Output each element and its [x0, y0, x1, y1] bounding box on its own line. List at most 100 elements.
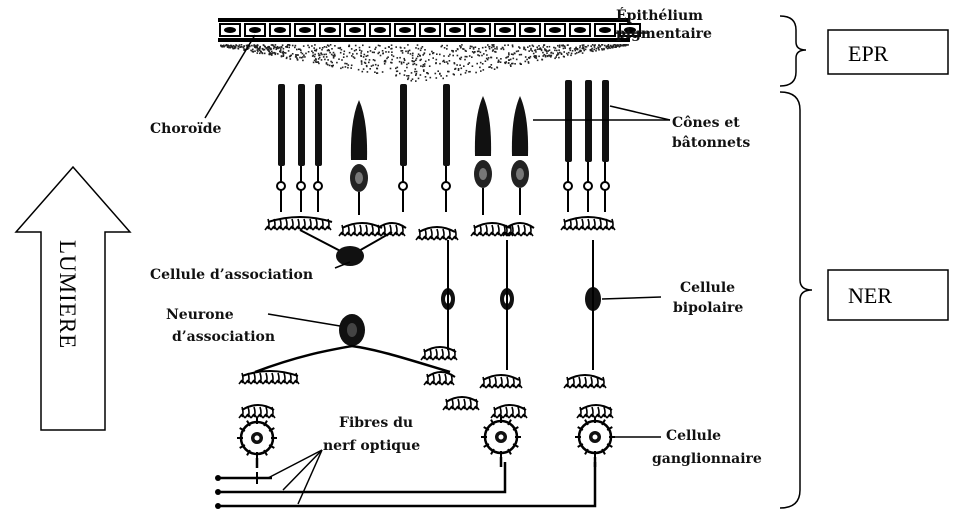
pigment-granule — [355, 49, 357, 51]
pigment-granule — [542, 52, 544, 54]
pigment-granule — [508, 62, 510, 64]
epithelium-bottom-line — [218, 38, 630, 42]
association-terminal-branch — [263, 373, 269, 384]
pigment-granule — [408, 77, 410, 79]
pigment-granule — [364, 54, 366, 56]
pigment-granule — [615, 44, 617, 46]
pigment-granule — [472, 65, 474, 67]
pigment-granule — [412, 53, 414, 55]
pigment-granule — [252, 49, 254, 51]
pigment-granule — [301, 57, 303, 59]
pigment-granule — [559, 46, 561, 48]
pigment-granule — [277, 53, 279, 55]
epithelium-cells — [220, 24, 640, 36]
pigment-granule — [365, 59, 367, 61]
pigment-granule — [422, 66, 424, 68]
pigment-granule — [529, 45, 531, 47]
pigment-granule — [460, 74, 462, 76]
pigment-granule — [355, 45, 357, 47]
pigment-granule — [271, 54, 273, 56]
synapses — [239, 217, 615, 418]
pigment-granule — [579, 45, 581, 47]
pigment-granule — [514, 63, 516, 65]
cone-terminal-branch — [393, 225, 399, 236]
pigment-granule — [325, 54, 327, 56]
ganglion-nucleolus — [593, 435, 598, 440]
pigment-granule — [599, 46, 601, 48]
pigment-granule — [347, 67, 349, 69]
pigment-granule — [303, 45, 305, 47]
pigment-granule — [603, 48, 605, 50]
light-arrow-label: LUMIERE — [55, 240, 80, 349]
pigment-granule — [500, 58, 502, 60]
pigment-granule — [468, 71, 470, 73]
cones-leader-2 — [610, 106, 670, 120]
pigment-granule — [528, 50, 530, 52]
pigment-granule — [525, 49, 527, 51]
pigment-granule — [561, 45, 563, 47]
pigment-granule — [296, 49, 298, 51]
label-ganglion-1: Cellule — [666, 428, 721, 444]
pigment-granule — [510, 59, 512, 61]
pigment-granule — [263, 49, 265, 51]
pigment-granule — [418, 78, 420, 80]
pigment-granule — [288, 47, 290, 49]
pigment-granule — [502, 47, 504, 49]
association-terminal-branch — [251, 373, 257, 384]
pigment-granule — [594, 46, 596, 48]
pigment-granule — [340, 52, 342, 54]
bipolar-terminal-branch — [582, 377, 588, 388]
pigment-granule — [519, 54, 521, 56]
epithelium-cell-nucleus — [374, 27, 386, 33]
cone-terminal-branch — [351, 225, 357, 236]
pigment-granule — [314, 54, 316, 56]
pigment-granule — [367, 51, 369, 53]
bipolar-terminal-branch — [433, 349, 439, 360]
pigment-granule — [440, 75, 442, 77]
pigment-granule — [507, 56, 509, 58]
pigment-granule — [606, 47, 608, 49]
rod-terminal-group-branch — [283, 219, 289, 230]
bipolar-dendrite-branch — [585, 219, 591, 230]
pigment-granule — [602, 49, 604, 51]
bipolar-terminal — [424, 347, 456, 352]
pigment-granule — [546, 52, 548, 54]
pigment-granule — [436, 77, 438, 79]
pigment-granule — [424, 65, 426, 67]
pigment-granule — [512, 63, 514, 65]
pigment-granule — [344, 51, 346, 53]
pigment-granule — [318, 63, 320, 65]
pigment-granule — [454, 68, 456, 70]
pigment-granule — [416, 71, 418, 73]
pigment-granule — [391, 54, 393, 56]
cone-outer-segment — [512, 96, 528, 156]
pigment-granule — [315, 50, 317, 52]
pigment-granule — [478, 50, 480, 52]
pigment-granule — [331, 54, 333, 56]
rod-outer-segment — [400, 84, 407, 166]
pigment-granule — [308, 51, 310, 53]
label-epithelium-2: pigmentaire — [616, 26, 712, 42]
pigment-granule — [452, 50, 454, 52]
pigment-granule — [621, 44, 623, 46]
pigment-granule — [435, 73, 437, 75]
epithelium-top-line — [218, 18, 630, 22]
ganglion-nucleolus — [499, 435, 504, 440]
pigment-granule — [417, 56, 419, 58]
pigment-granule — [478, 48, 480, 50]
pigment-granule — [404, 59, 406, 61]
pigment-granule — [285, 52, 287, 54]
pigment-granule — [267, 49, 269, 51]
label-ganglion-2: ganglionnaire — [652, 451, 762, 467]
pigment-granule — [592, 44, 594, 46]
pigment-granule — [429, 65, 431, 67]
ganglion-dendrite-branch — [595, 407, 601, 418]
pigment-granule — [411, 80, 413, 82]
pigment-granule — [507, 44, 509, 46]
pigment-granule — [338, 47, 340, 49]
pigment-granule — [268, 47, 270, 49]
pigment-granule — [239, 46, 241, 48]
pigment-granule — [326, 46, 328, 48]
pigment-granule — [254, 50, 256, 52]
pigment-granule — [563, 56, 565, 58]
